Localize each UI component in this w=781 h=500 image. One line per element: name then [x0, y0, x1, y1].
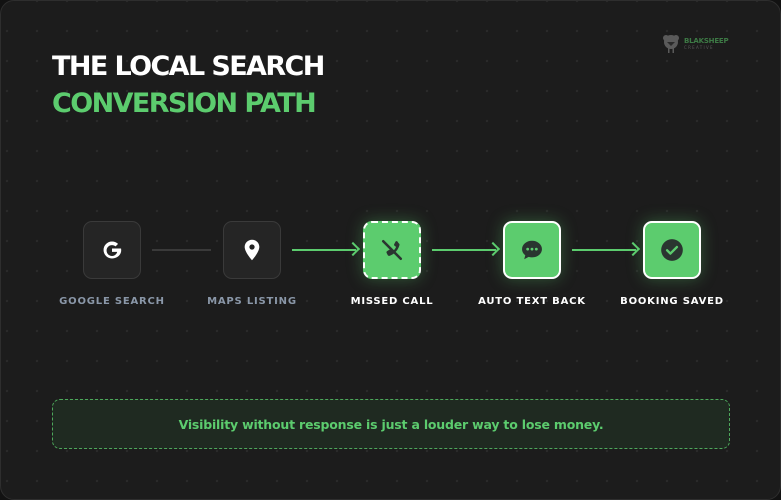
connector-maps-to-missed [292, 249, 356, 251]
step-google-search [83, 221, 141, 279]
arrowhead-icon [345, 241, 361, 257]
logo-name: BLAKSHEEP [684, 37, 729, 45]
tagline-text: Visibility without response is just a lo… [178, 416, 604, 432]
step-auto-text-back [503, 221, 561, 279]
tagline-banner: Visibility without response is just a lo… [52, 399, 730, 449]
step-maps-listing [223, 221, 281, 279]
step-missed-call [363, 221, 421, 279]
missed-call-icon [381, 239, 403, 261]
chat-bubble-icon [522, 240, 542, 260]
connector-search-to-maps [152, 249, 211, 251]
title-line-2: CONVERSION PATH [52, 88, 317, 119]
step-label-maps-listing: MAPS LISTING [207, 296, 297, 307]
check-circle-icon [661, 239, 683, 261]
step-label-auto-text-back: AUTO TEXT BACK [478, 296, 586, 307]
sheep-logo-icon [663, 35, 679, 53]
step-label-missed-call: MISSED CALL [350, 296, 434, 307]
logo-tagline: CREATIVE [684, 45, 714, 50]
step-label-google-search: GOOGLE SEARCH [59, 296, 165, 307]
arrowhead-icon [485, 241, 501, 257]
google-g-icon [103, 241, 122, 259]
step-booking-saved [643, 221, 701, 279]
map-pin-icon [244, 239, 260, 261]
arrowhead-icon [625, 241, 641, 257]
connector-missed-to-text [432, 249, 496, 251]
connector-text-to-booking [572, 249, 636, 251]
brand-logo: BLAKSHEEP CREATIVE [661, 31, 741, 57]
step-label-booking-saved: BOOKING SAVED [620, 296, 724, 307]
title-line-1: THE LOCAL SEARCH [52, 51, 325, 82]
